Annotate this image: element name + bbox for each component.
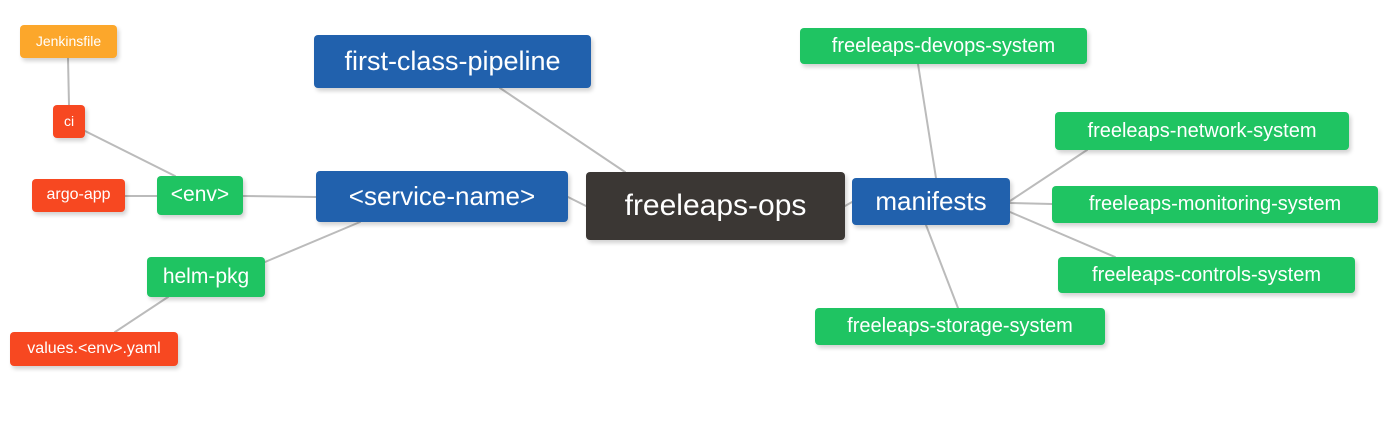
edge-freeleaps-ops-to-service-name (567, 196, 587, 207)
node-label-freeleaps-devops-system: freeleaps-devops-system (831, 34, 1056, 57)
node-env[interactable]: <env> (157, 176, 243, 215)
node-ci[interactable]: ci (53, 105, 85, 138)
node-freeleaps-ops[interactable]: freeleaps-ops (586, 172, 845, 240)
node-label-helm-pkg: helm-pkg (162, 264, 250, 288)
node-label-argo-app: argo-app (46, 186, 111, 204)
node-label-ci: ci (63, 113, 75, 130)
node-freeleaps-storage-system[interactable]: freeleaps-storage-system (815, 308, 1105, 345)
node-freeleaps-network-system[interactable]: freeleaps-network-system (1055, 112, 1349, 150)
edge-env-to-ci (84, 130, 176, 177)
node-helm-pkg[interactable]: helm-pkg (147, 257, 265, 297)
node-label-freeleaps-storage-system: freeleaps-storage-system (847, 315, 1073, 337)
node-manifests[interactable]: manifests (852, 178, 1010, 225)
edge-service-name-to-helm-pkg (264, 221, 361, 263)
node-values-env-yaml[interactable]: values.<env>.yaml (10, 332, 178, 366)
node-label-first-class-pipeline: first-class-pipeline (344, 46, 561, 77)
node-label-env: <env> (170, 183, 230, 207)
node-label-freeleaps-ops: freeleaps-ops (624, 189, 807, 223)
node-label-jenkinsfile: Jenkinsfile (35, 33, 102, 50)
node-label-freeleaps-monitoring-system: freeleaps-monitoring-system (1088, 193, 1342, 215)
node-freeleaps-monitoring-system[interactable]: freeleaps-monitoring-system (1052, 186, 1378, 223)
edge-helm-pkg-to-values-env-yaml (114, 296, 169, 333)
node-label-freeleaps-network-system: freeleaps-network-system (1087, 119, 1317, 142)
node-label-manifests: manifests (875, 185, 987, 216)
edge-manifests-to-freeleaps-storage-system (925, 224, 959, 309)
node-label-freeleaps-controls-system: freeleaps-controls-system (1092, 263, 1321, 286)
edge-ci-to-jenkinsfile (67, 57, 70, 106)
edge-freeleaps-ops-to-manifests (844, 201, 853, 207)
node-first-class-pipeline[interactable]: first-class-pipeline (314, 35, 591, 88)
node-argo-app[interactable]: argo-app (32, 179, 125, 212)
node-label-values-env-yaml: values.<env>.yaml (27, 339, 161, 357)
node-freeleaps-controls-system[interactable]: freeleaps-controls-system (1058, 257, 1355, 293)
node-freeleaps-devops-system[interactable]: freeleaps-devops-system (800, 28, 1087, 64)
node-label-service-name: <service-name> (348, 180, 536, 211)
edge-manifests-to-freeleaps-devops-system (917, 63, 937, 179)
edge-service-name-to-env (242, 195, 317, 198)
edge-freeleaps-ops-to-first-class-pipeline (499, 87, 626, 173)
node-jenkinsfile[interactable]: Jenkinsfile (20, 25, 117, 58)
node-service-name[interactable]: <service-name> (316, 171, 568, 222)
edge-manifests-to-freeleaps-monitoring-system (1009, 202, 1053, 205)
